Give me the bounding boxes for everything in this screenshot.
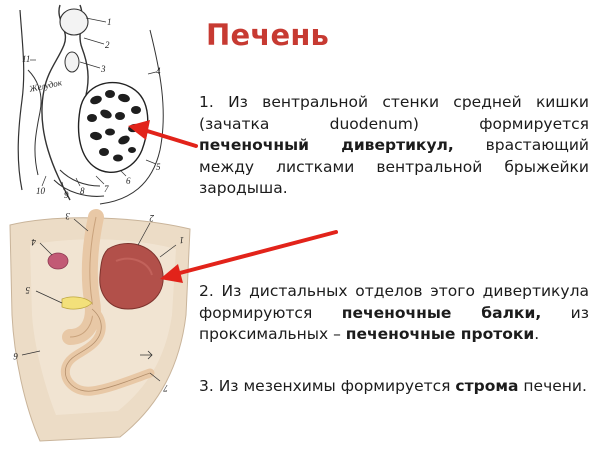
label-2: 2 xyxy=(105,40,110,50)
liver-shape xyxy=(99,243,164,310)
p1-term-duodenum: duodenum xyxy=(329,114,413,133)
label-b3: 3 xyxy=(65,211,71,221)
label-b2: 2 xyxy=(149,213,154,223)
pancreas-bud-shape xyxy=(47,252,69,270)
p1-text-3: врастающий между листками вентральной бр… xyxy=(199,136,589,197)
label-b7: 7 xyxy=(163,383,168,393)
label-4: 4 xyxy=(156,66,161,76)
label-7: 7 xyxy=(104,184,109,194)
p2-text-2: из проксимальных – xyxy=(199,303,590,344)
lung-bud-shape xyxy=(59,8,89,36)
slide-title: Печень xyxy=(206,18,330,52)
p2-text-3: . xyxy=(534,325,540,343)
p2-text-1: 2. Из дистальных отделов этого дивертику… xyxy=(199,282,589,322)
label-10: 10 xyxy=(36,186,46,196)
label-8: 8 xyxy=(80,186,85,196)
label-6: 6 xyxy=(126,176,131,186)
liver-bud-illustration: 1 2 3 4 5 6 7 xyxy=(0,205,196,450)
p3-bold-stroma: строма xyxy=(455,377,519,395)
label-b1: 1 xyxy=(180,235,185,245)
gallbladder-shape xyxy=(61,296,93,310)
p2-bold-hepatic-cords: печеночные балки, xyxy=(341,303,542,322)
paragraph-2: 2. Из дистальных отделов этого дивертику… xyxy=(199,281,589,346)
label-b5: 5 xyxy=(25,285,30,295)
label-5: 5 xyxy=(156,162,161,172)
label-9: 9 xyxy=(64,190,69,200)
label-11: 11 xyxy=(22,54,30,64)
paragraph-1: 1. Из вентральной стенки средней кишки (… xyxy=(199,92,589,200)
p1-text-1: 1. Из вентральной стенки средней кишки (… xyxy=(199,93,589,133)
p2-bold-hepatic-ducts: печеночные протоки xyxy=(345,325,535,343)
paragraph-3: 3. Из мезенхимы формируется строма печен… xyxy=(199,376,589,398)
label-3: 3 xyxy=(100,64,106,74)
p1-text-2: ) формируется xyxy=(412,114,589,133)
diverticulum-diagram: Желудок xyxy=(0,0,180,210)
label-1: 1 xyxy=(107,17,112,27)
body-wall-line xyxy=(17,9,25,191)
p1-bold-diverticulum: печеночный дивертикул, xyxy=(199,136,454,154)
label-b6: 6 xyxy=(13,351,18,361)
p3-text-2: печени. xyxy=(518,377,587,395)
mesentery-line xyxy=(99,29,164,205)
label-b4: 4 xyxy=(31,237,36,247)
p3-text-1: 3. Из мезенхимы формируется xyxy=(199,377,456,395)
